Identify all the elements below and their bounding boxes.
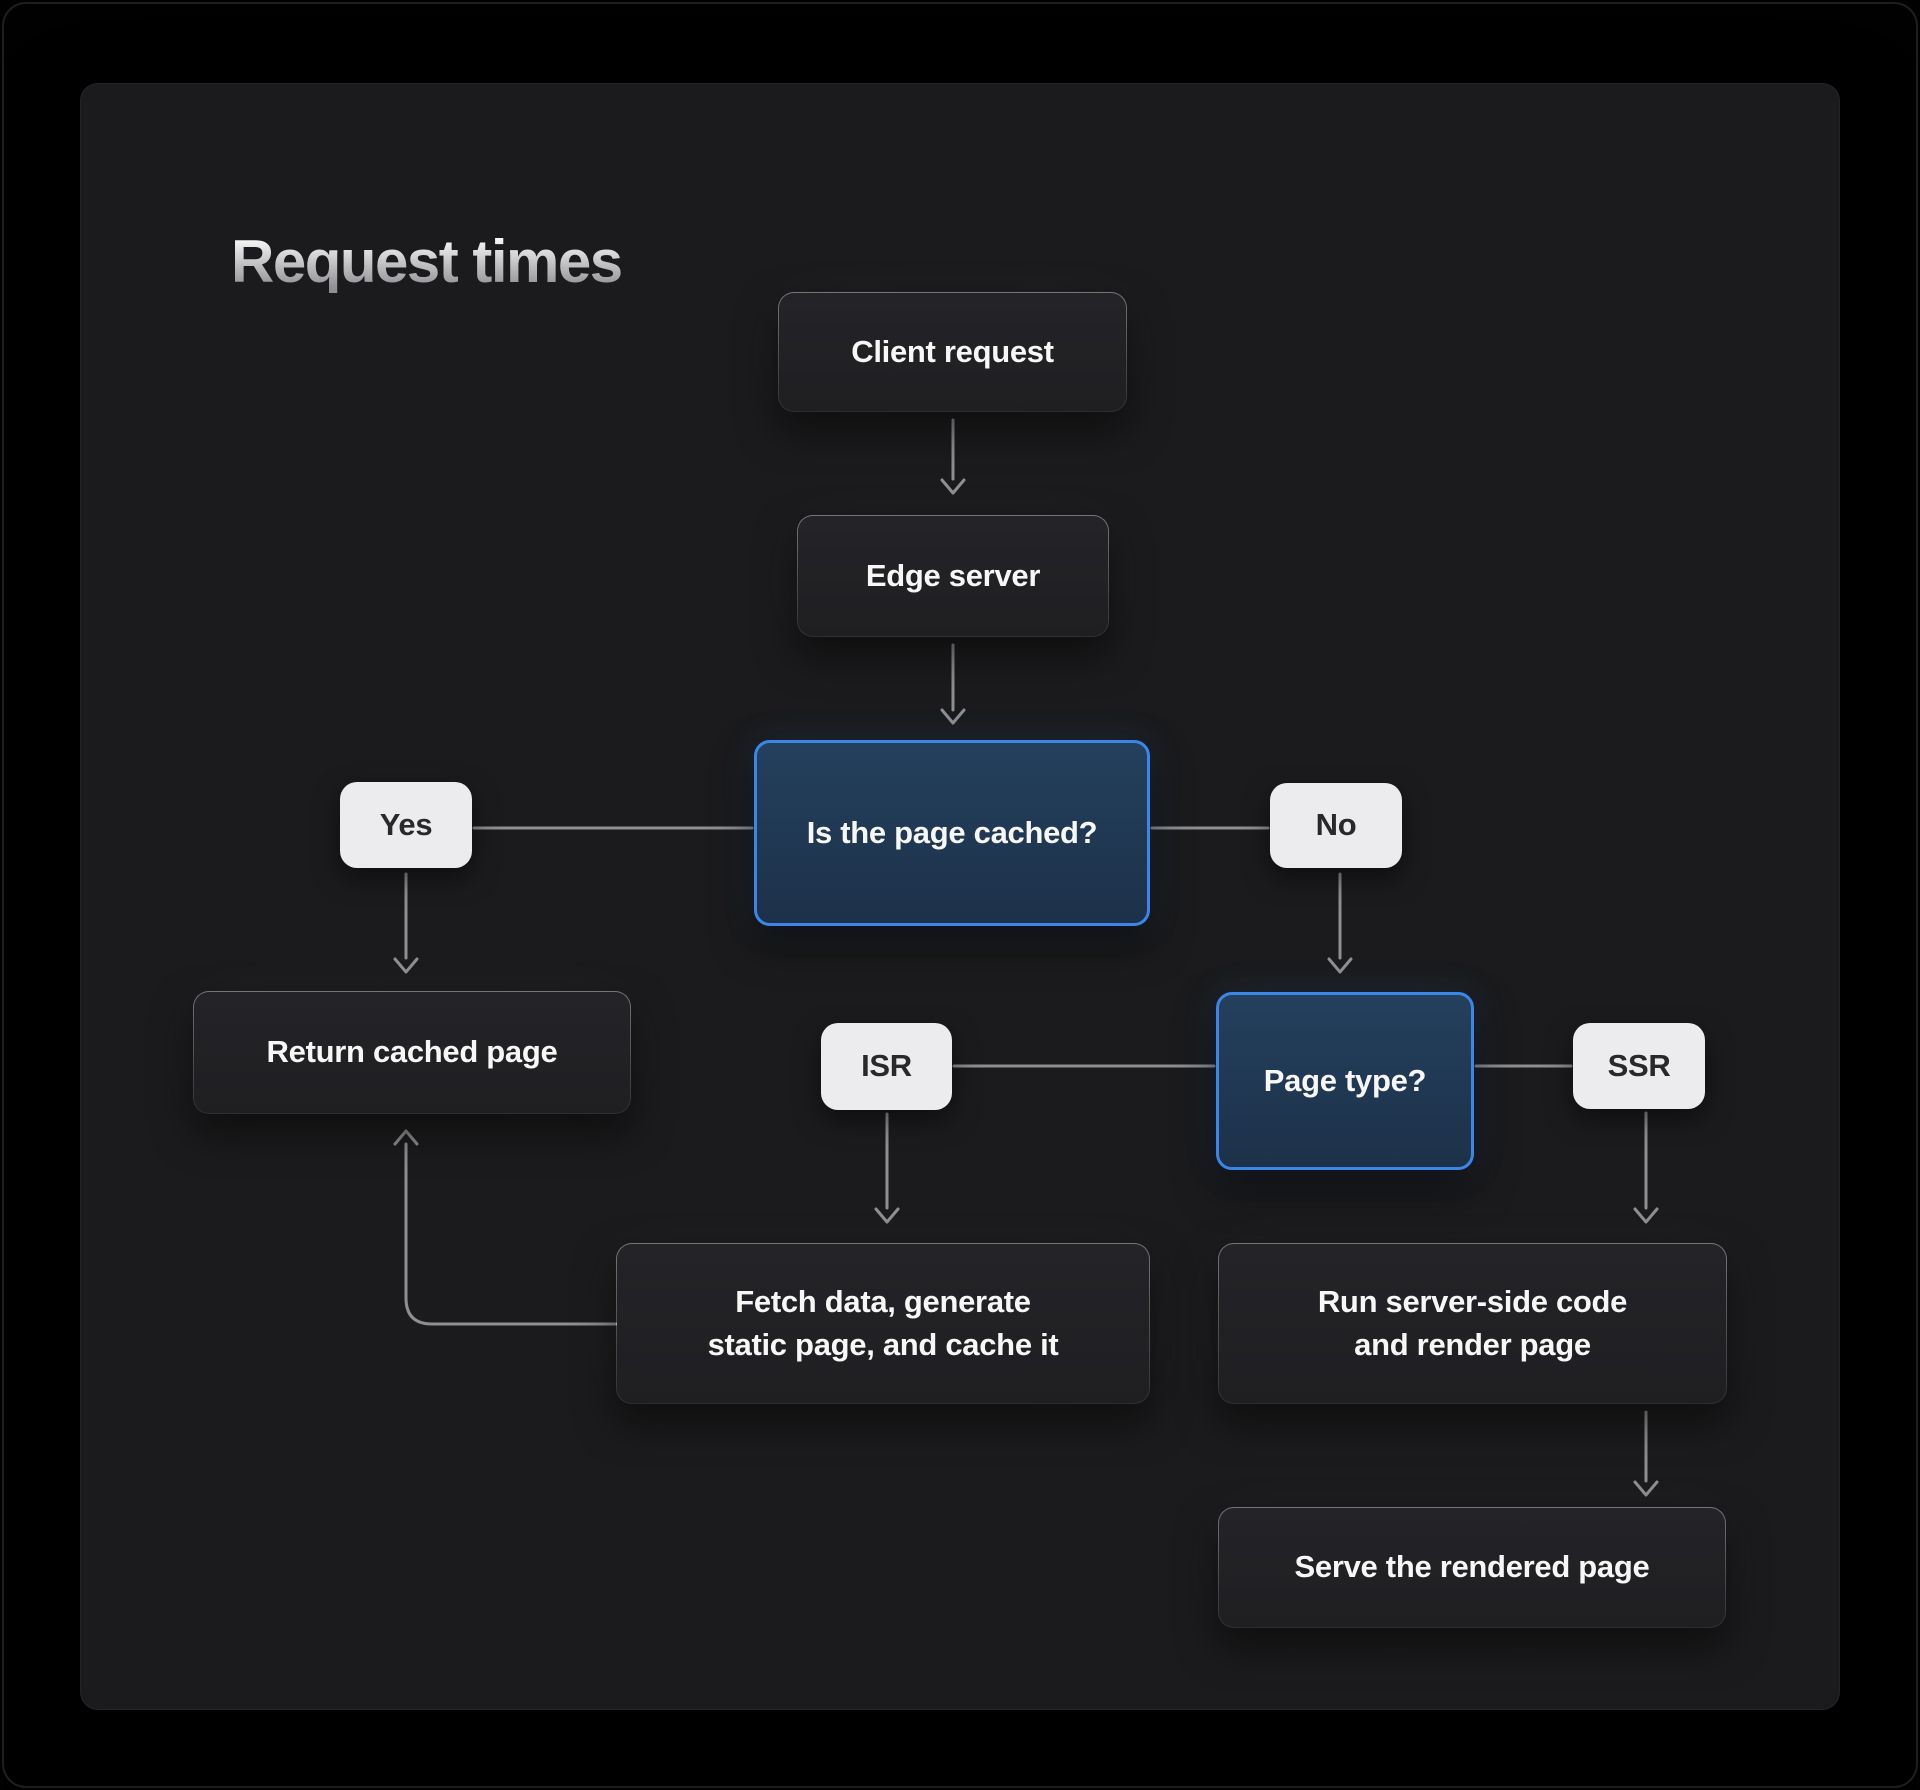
connector-fetch-to-return [393,1129,618,1326]
connector-no-to-pagetype [1327,872,1353,974]
branch-label-no: No [1270,783,1402,868]
connector-client-to-edge [940,418,966,495]
node-label: Return cached page [266,1034,558,1070]
node-label: ISR [861,1048,912,1084]
branch-label-ssr: SSR [1573,1023,1705,1109]
node-client-request: Client request [778,292,1127,412]
node-label: Serve the rendered page [1294,1549,1650,1585]
arrowhead-down-icon [874,1207,900,1224]
node-label: Client request [851,333,1054,369]
node-label-line: and render page [1354,1326,1591,1362]
node-label-line: static page, and cache it [707,1326,1059,1362]
node-label: Edge server [865,557,1041,593]
node-page-type: Page type? [1216,992,1474,1170]
arrowhead-down-icon [940,478,966,495]
node-label-line: Fetch data, generate [735,1283,1031,1319]
node-label: SSR [1607,1047,1671,1083]
connector-run-to-serve [1633,1410,1659,1497]
node-run-server-side-code: Run server-side code and render page [1218,1243,1727,1404]
node-is-page-cached: Is the page cached? [754,740,1150,926]
arrowhead-up-icon [393,1129,419,1146]
node-label: Is the page cached? [806,814,1098,850]
node-label-line: Run server-side code [1317,1283,1628,1319]
node-serve-rendered-page: Serve the rendered page [1218,1507,1726,1628]
node-edge-server: Edge server [797,515,1109,637]
node-label: No [1315,807,1357,843]
arrowhead-down-icon [1327,957,1353,974]
arrowhead-down-icon [393,957,419,974]
arrowhead-down-icon [1633,1480,1659,1497]
node-return-cached-page: Return cached page [193,991,631,1114]
branch-label-isr: ISR [821,1023,952,1110]
node-fetch-generate-cache: Fetch data, generate static page, and ca… [616,1243,1150,1404]
connector-edge-to-cached [940,643,966,725]
node-label: Page type? [1263,1062,1427,1098]
connector-ssr-to-run [1633,1111,1659,1224]
connector-yes-to-return [393,872,419,974]
page-title: Request times [231,228,623,295]
node-label: Yes [379,806,433,842]
branch-label-yes: Yes [340,782,472,868]
arrowhead-down-icon [940,708,966,725]
connector-isr-to-fetch [874,1112,900,1224]
arrowhead-down-icon [1633,1207,1659,1224]
